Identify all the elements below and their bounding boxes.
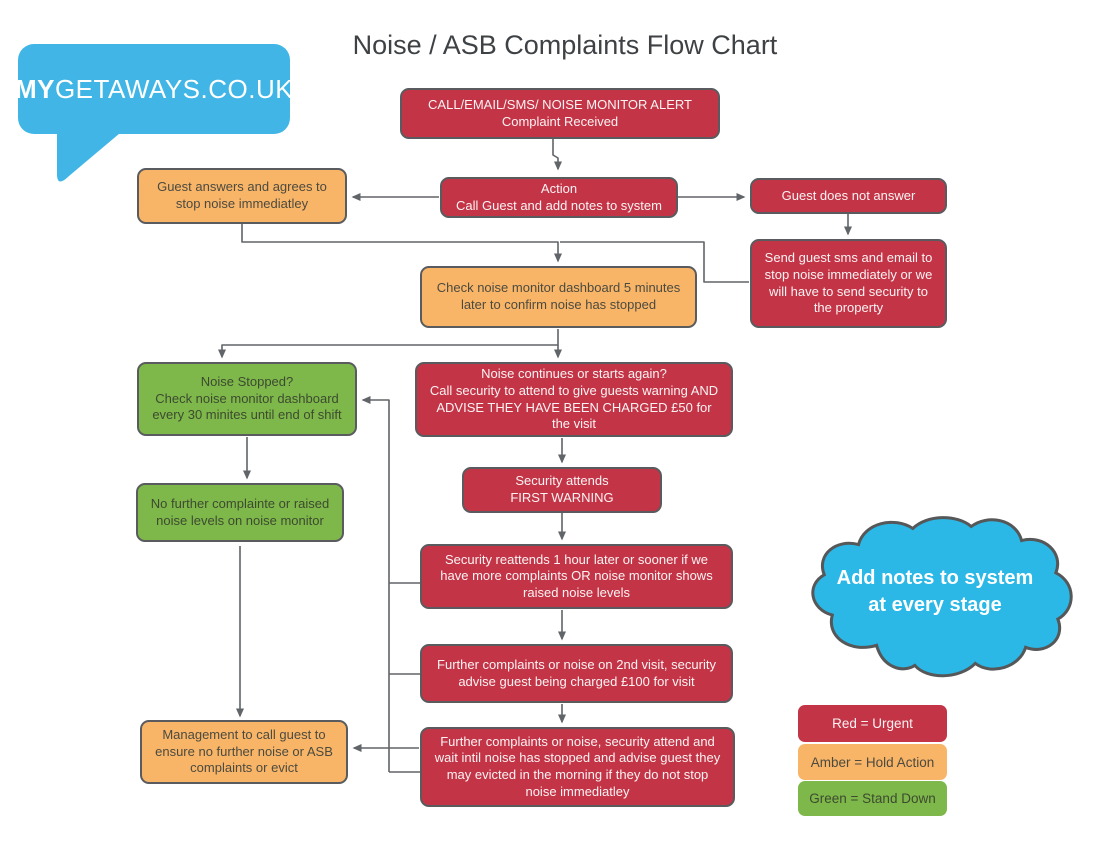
- cloud-annotation: Add notes to system at every stage: [790, 512, 1080, 694]
- node-line: Check noise monitor dashboard every 30 m…: [152, 390, 342, 423]
- node-further-complaints-2nd: Further complaints or noise on 2nd visit…: [420, 644, 733, 703]
- node-line: Security attends: [515, 473, 609, 489]
- node-line: Security reattends 1 hour later or soone…: [440, 551, 713, 600]
- node-line: Guest answers and agrees to stop noise i…: [157, 179, 327, 211]
- node-line: Management to call guest to ensure no fu…: [155, 727, 333, 776]
- node-security-attends: Security attends FIRST WARNING: [462, 467, 662, 513]
- connector-sms-to-check: [560, 241, 749, 283]
- node-line: FIRST WARNING: [510, 490, 614, 505]
- node-line: Check noise monitor dashboard 5 minutes …: [436, 280, 681, 312]
- node-line: Complaint Received: [501, 113, 619, 129]
- node-no-further-complaints: No further complainte or raised noise le…: [136, 483, 344, 542]
- node-line: Further complaints or noise, security at…: [434, 733, 721, 799]
- node-line: Noise continues or starts again?: [481, 366, 667, 382]
- logo-text-rest: GETAWAYS.CO.UK: [54, 73, 294, 104]
- node-guest-answers: Guest answers and agrees to stop noise i…: [137, 168, 347, 224]
- node-final-escalation: Further complaints or noise, security at…: [420, 727, 735, 807]
- node-line: Action: [540, 180, 578, 196]
- connector-guest-answers-to-check: [241, 224, 562, 263]
- node-line: Call Guest and add notes to system: [456, 197, 662, 213]
- logo-speech-bubble: [18, 44, 290, 182]
- node-complaint-received: CALL/EMAIL/SMS/ NOISE MONITOR ALERT Comp…: [400, 88, 720, 139]
- connector-check-branch-left: [218, 329, 559, 359]
- node-line: Guest does not answer: [781, 187, 916, 203]
- cloud-line: at every stage: [868, 594, 1002, 617]
- node-check-monitor: Check noise monitor dashboard 5 minutes …: [420, 266, 697, 328]
- connector-loop-to-stopped: [361, 396, 390, 772]
- node-line: Send guest sms and email to stop noise i…: [764, 250, 933, 316]
- cloud-shape: [811, 516, 1073, 678]
- node-guest-no-answer: Guest does not answer: [750, 178, 947, 214]
- node-security-reattends: Security reattends 1 hour later or soone…: [420, 544, 733, 609]
- node-send-sms-email: Send guest sms and email to stop noise i…: [750, 239, 947, 328]
- page-title: Noise / ASB Complaints Flow Chart: [352, 30, 778, 60]
- legend-green-stand-down: Green = Stand Down: [798, 781, 947, 816]
- node-line: Noise Stopped?: [200, 374, 294, 390]
- logo-text-bold: MY: [14, 73, 55, 104]
- legend-amber-hold: Amber = Hold Action: [798, 744, 947, 780]
- node-noise-stopped: Noise Stopped? Check noise monitor dashb…: [137, 362, 357, 436]
- node-action-call-guest: Action Call Guest and add notes to syste…: [440, 177, 678, 218]
- node-line: CALL/EMAIL/SMS/ NOISE MONITOR ALERT: [428, 96, 692, 112]
- connector-alert-to-action: [552, 139, 562, 171]
- node-management-call: Management to call guest to ensure no fu…: [140, 720, 348, 784]
- legend-red-urgent: Red = Urgent: [798, 705, 947, 742]
- node-line: Call security to attend to give guests w…: [429, 382, 719, 432]
- cloud-text: Add notes to system at every stage: [790, 512, 1080, 672]
- node-line: Further complaints or noise on 2nd visit…: [437, 656, 716, 689]
- cloud-line: Add notes to system: [836, 567, 1034, 590]
- node-line: No further complainte or raised noise le…: [150, 495, 330, 528]
- node-noise-continues: Noise continues or starts again? Call se…: [415, 362, 733, 437]
